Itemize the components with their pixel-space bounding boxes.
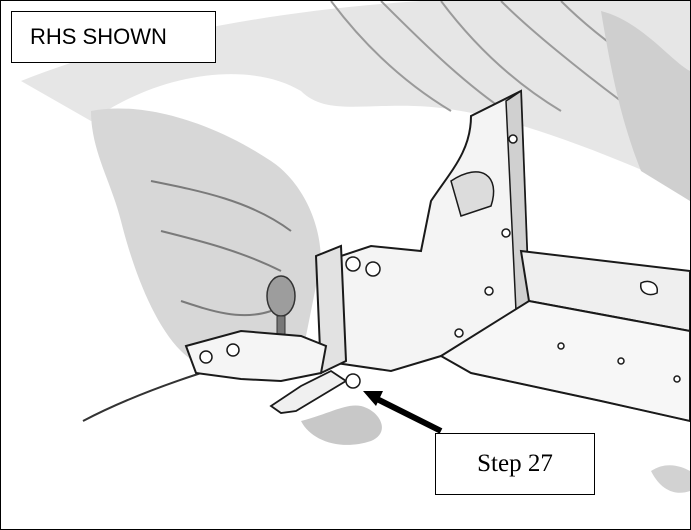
edge-detail (651, 465, 690, 493)
arm-bolt-1 (199, 350, 213, 364)
step-arrow (371, 394, 443, 434)
tow-hook-shading (301, 405, 382, 445)
crossmember-top (519, 249, 690, 333)
step-arrowhead (363, 391, 383, 406)
view-side-label: RHS SHOWN (11, 11, 216, 63)
antenna-rod (82, 372, 202, 422)
frame-rail-shading (91, 108, 321, 375)
tow-tab (269, 369, 348, 414)
wheel-arch-ribs (330, 1, 682, 122)
bracket-cutout (450, 171, 495, 217)
crossmember-slot (640, 280, 658, 296)
mounting-arm (184, 329, 328, 383)
step-callout: Step 27 (435, 433, 595, 495)
bracket-bolts (345, 134, 681, 389)
arm-bolt-2 (226, 343, 240, 357)
suspension-outline (150, 180, 292, 317)
mount-bushing (266, 275, 296, 317)
crossmember-edge (470, 372, 690, 422)
side-plate (314, 244, 348, 375)
upper-structure (601, 11, 690, 201)
